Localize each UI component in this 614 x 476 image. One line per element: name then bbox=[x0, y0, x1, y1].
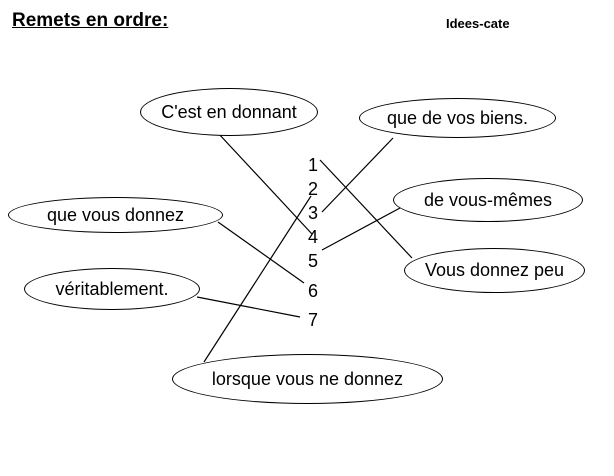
exercise-title: Remets en ordre: bbox=[12, 10, 169, 31]
phrase-bubble[interactable]: Vous donnez peu bbox=[404, 248, 585, 293]
phrase-bubble[interactable]: que de vos biens. bbox=[359, 98, 556, 138]
order-number: 5 bbox=[308, 251, 319, 271]
phrase-bubble[interactable]: véritablement. bbox=[24, 268, 200, 310]
order-number: 1 bbox=[308, 155, 319, 175]
order-number: 6 bbox=[308, 281, 319, 301]
connector-line bbox=[319, 159, 413, 259]
connector-line bbox=[217, 221, 305, 284]
connector-line bbox=[196, 296, 301, 318]
order-number: 4 bbox=[308, 227, 319, 247]
connector-line bbox=[203, 195, 312, 363]
order-number: 3 bbox=[308, 203, 319, 223]
connector-line bbox=[321, 137, 394, 213]
connector-line bbox=[217, 132, 313, 235]
phrase-bubble[interactable]: que vous donnez bbox=[8, 197, 223, 233]
phrase-bubble[interactable]: C'est en donnant bbox=[140, 88, 318, 136]
order-number: 7 bbox=[308, 310, 319, 330]
connector-line bbox=[321, 207, 401, 251]
credit-label: Idees-cate bbox=[446, 16, 510, 31]
order-number: 2 bbox=[308, 179, 319, 199]
phrase-bubble[interactable]: lorsque vous ne donnez bbox=[172, 354, 443, 404]
phrase-bubble[interactable]: de vous-mêmes bbox=[393, 178, 583, 222]
